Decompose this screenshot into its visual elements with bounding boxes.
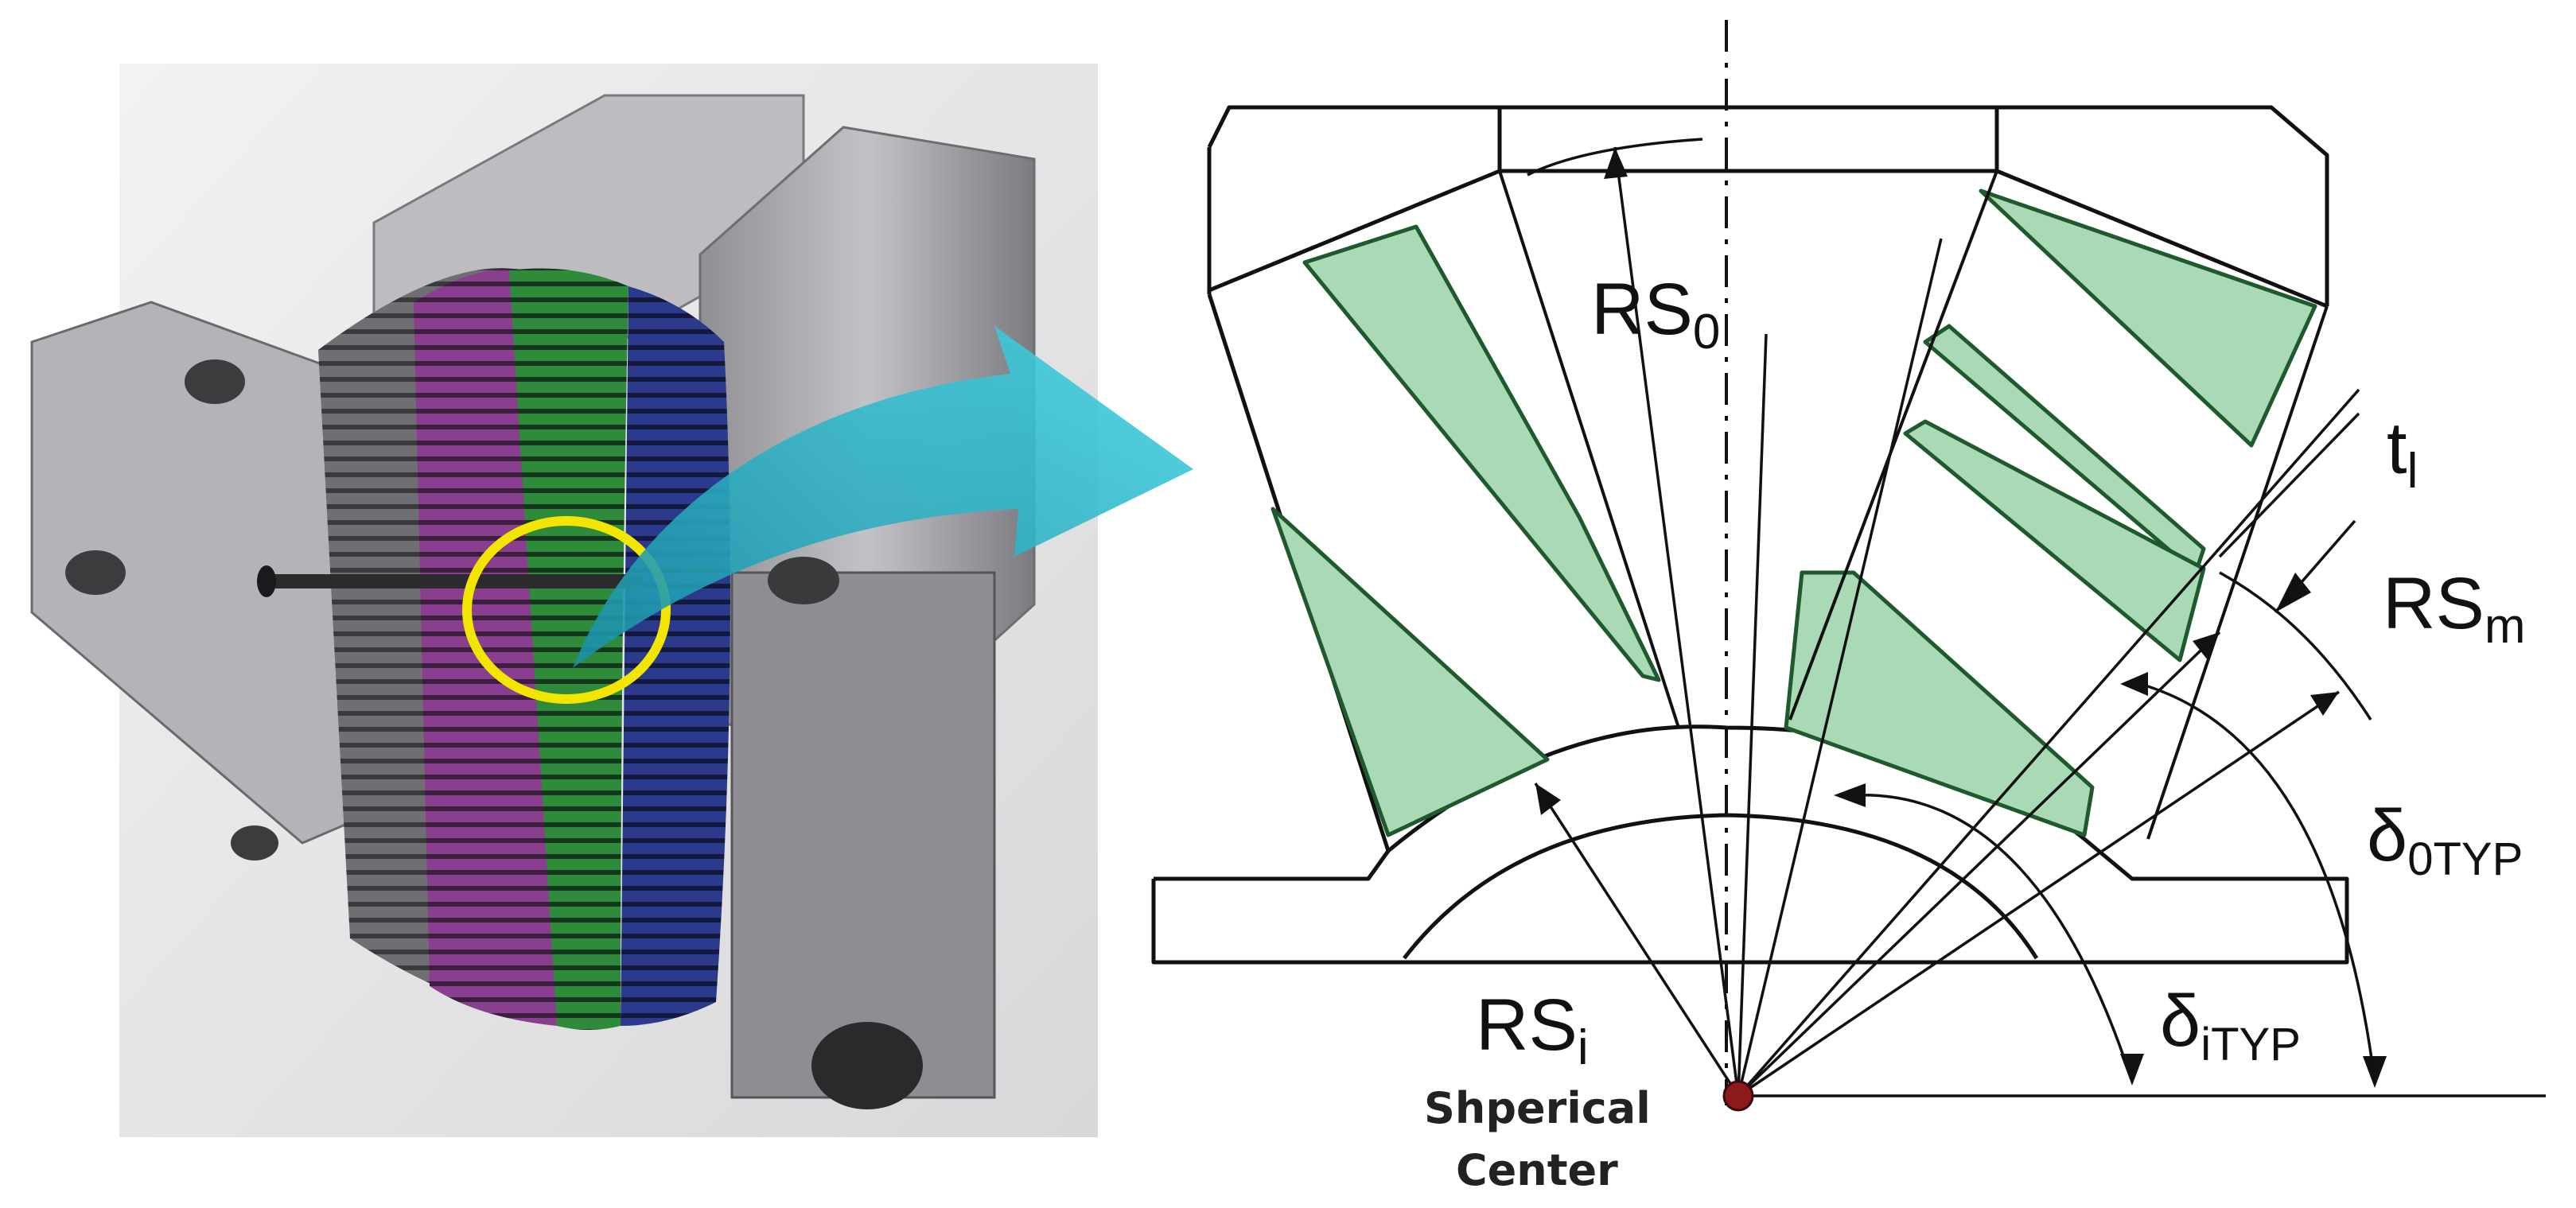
arrowhead-outer-arc — [2120, 672, 2148, 696]
radius-line-4 — [1534, 783, 1740, 1097]
radius-line-1 — [1613, 146, 1740, 1097]
inner-spherical-surface — [1403, 813, 2039, 960]
arrowhead-rsm-1 — [2193, 632, 2220, 660]
label-rsi: RSi — [1476, 985, 1589, 1075]
arrowhead-inner-arc — [1834, 783, 1866, 807]
label-rsm: RSm — [2383, 563, 2525, 654]
flange-hole-lower — [231, 825, 278, 860]
spherical-center-point — [1722, 1080, 1754, 1112]
right-wall — [2146, 305, 2329, 840]
label-delta-i: δiTYP — [2160, 981, 2301, 1070]
bottom-plate-left — [1154, 849, 1391, 881]
radius-line-2 — [1737, 333, 1768, 1097]
curved-arrow-icon — [573, 326, 1193, 668]
label-delta-0: δ0TYP — [2367, 795, 2523, 885]
laminate-right-mid-1 — [1923, 324, 2206, 575]
laminate-layers — [1270, 188, 2317, 837]
dimension-arcs — [1527, 138, 2376, 1082]
radius-lines — [1534, 146, 2546, 1097]
flange-hole-bottom — [65, 550, 126, 595]
label-rs0: RS0 — [1591, 269, 1720, 359]
arc-rsm — [2219, 571, 2372, 721]
bore-hole-side — [768, 557, 839, 604]
bore-hole-lower — [811, 1022, 923, 1109]
arc-outer-dim — [2139, 682, 2376, 1082]
shim-stack-blue — [621, 286, 730, 1026]
top-plate-underside-right — [1996, 169, 2328, 309]
laminate-right-mid-2 — [1903, 419, 2206, 662]
bearing-3d-render — [30, 64, 1098, 1137]
shaft — [263, 574, 644, 588]
laminate-right-upper — [1979, 188, 2317, 448]
inner-edge-left — [1498, 170, 1680, 728]
shim-stack-green — [509, 268, 628, 1030]
arrowhead-rsm-2 — [2310, 692, 2339, 716]
thickness-line-2 — [2274, 519, 2356, 614]
top-plate-underside-left — [1208, 169, 1500, 293]
label-thickness: tl — [2387, 408, 2418, 499]
highlight-circle — [462, 516, 671, 704]
laminate-left-lower — [1270, 507, 1550, 837]
top-plate — [1207, 105, 2329, 306]
radius-line-7 — [1737, 388, 2360, 1097]
arrowhead-rsi — [1535, 783, 1561, 815]
laminate-left-upper — [1302, 224, 1661, 682]
radius-line-5 — [1737, 631, 2221, 1097]
arc-inner-spherical-dim — [1853, 794, 2134, 1082]
arc-rs0-top — [1527, 138, 1703, 177]
label-spherical-center-line2: Center — [1456, 1145, 1618, 1195]
flange-hole-top — [185, 359, 245, 404]
label-spherical-center-line1: Shperical — [1424, 1083, 1651, 1133]
shaft-end — [257, 565, 276, 597]
radius-line-6 — [1737, 690, 2340, 1097]
thickness-line-1 — [2218, 412, 2360, 558]
top-recess — [1497, 105, 1999, 173]
bottom-plate — [1151, 837, 2349, 965]
radius-line-3 — [1737, 238, 1943, 1097]
housing-lower-right — [730, 571, 996, 1099]
arrowhead-rs0 — [1604, 147, 1628, 179]
